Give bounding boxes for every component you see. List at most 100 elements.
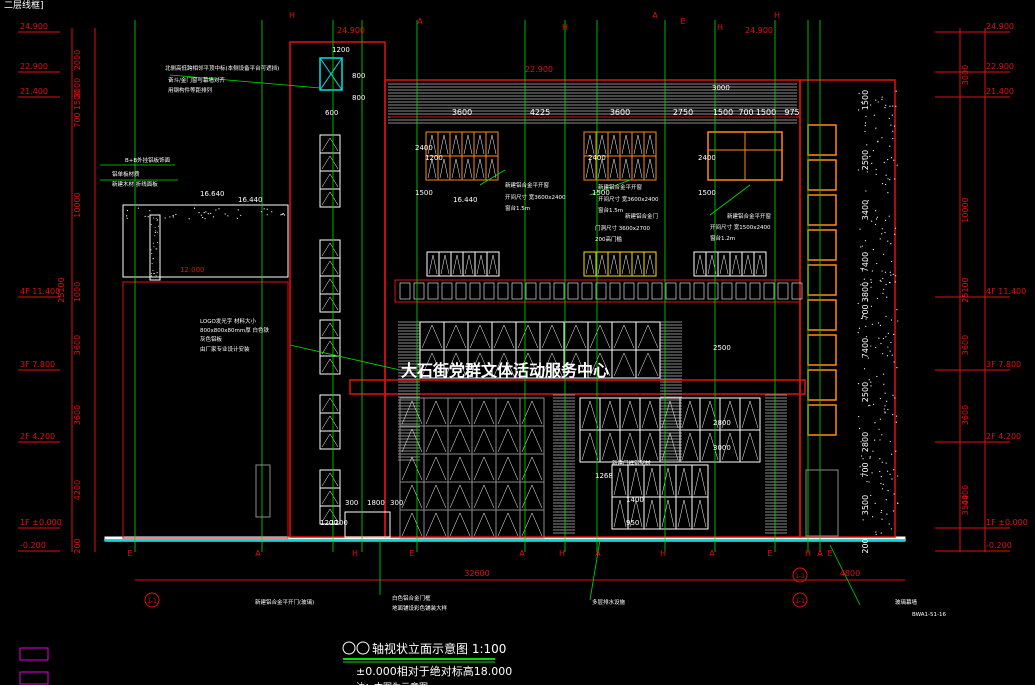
stone-dot bbox=[877, 141, 878, 142]
canopy-dot bbox=[271, 211, 272, 212]
left-dim-label: 3600 bbox=[73, 335, 82, 355]
small-dim-label: 3000 bbox=[713, 444, 731, 452]
stone-dot bbox=[885, 105, 886, 106]
level-label-left: 21.400 bbox=[20, 87, 48, 96]
small-dim-label: 2400 bbox=[588, 154, 606, 162]
level-label-right: 3F 7.800 bbox=[986, 360, 1021, 369]
stone-dot bbox=[895, 228, 896, 229]
stone-dot bbox=[897, 503, 898, 504]
stone-dot bbox=[883, 374, 884, 375]
stone-dot bbox=[868, 481, 869, 482]
top-axis-label: A bbox=[652, 11, 658, 20]
bottom-dim: 32600 bbox=[464, 569, 489, 578]
stone-dot bbox=[871, 282, 872, 283]
stone-dot bbox=[890, 125, 891, 126]
left-total-dim: 25100 bbox=[57, 277, 66, 302]
top-dim-label: 1500 bbox=[713, 108, 733, 117]
stone-dot bbox=[875, 224, 876, 225]
stone-dot bbox=[890, 441, 891, 442]
left-dim-label: 10000 bbox=[73, 192, 82, 217]
small-dim-label: 1200 bbox=[330, 519, 348, 527]
stone-dot bbox=[883, 484, 884, 485]
stone-dot bbox=[893, 160, 894, 161]
top-dim-label: 3600 bbox=[610, 108, 630, 117]
canopy-dot bbox=[156, 248, 157, 249]
stone-dot bbox=[885, 220, 886, 221]
stone-dot bbox=[895, 451, 896, 452]
stone-dot bbox=[865, 190, 866, 191]
level-label-left: 22.900 bbox=[20, 62, 48, 71]
stone-dot bbox=[890, 275, 891, 276]
stone-dot bbox=[887, 240, 888, 241]
annotation: 奋斗/金门窗与幕墙对齐 bbox=[168, 76, 225, 84]
right-dim-label: 3400 bbox=[861, 200, 870, 220]
stone-dot bbox=[881, 476, 882, 477]
stone-dot bbox=[886, 514, 887, 515]
stone-dot bbox=[889, 523, 890, 524]
stone-dot bbox=[879, 458, 880, 459]
stone-dot bbox=[858, 169, 859, 170]
canopy-dot bbox=[225, 213, 226, 214]
annotation: 新建铝合金平开窗 bbox=[598, 183, 643, 191]
left-dim-label: 200 bbox=[73, 538, 82, 553]
grid-axis-label: A bbox=[817, 549, 823, 558]
stone-dot bbox=[870, 279, 871, 280]
stone-dot bbox=[876, 174, 877, 175]
stone-dot bbox=[885, 316, 886, 317]
stone-dot bbox=[896, 422, 897, 423]
canopy-dot bbox=[155, 227, 156, 228]
stone-dot bbox=[885, 336, 886, 337]
canopy-dot bbox=[198, 212, 199, 213]
stone-dot bbox=[883, 338, 884, 339]
stone-dot bbox=[859, 428, 860, 429]
stone-dot bbox=[870, 104, 871, 105]
stone-dot bbox=[880, 419, 881, 420]
annotation: 200高门槛 bbox=[595, 235, 622, 243]
right-dim-label: 1500 bbox=[861, 90, 870, 110]
annotation: 窗台1.5m bbox=[505, 204, 530, 212]
stone-dot bbox=[869, 379, 870, 380]
stone-dot bbox=[879, 471, 880, 472]
stone-dot bbox=[877, 298, 878, 299]
stone-dot bbox=[896, 91, 897, 92]
top-dim-label: 4225 bbox=[530, 108, 550, 117]
stone-dot bbox=[884, 412, 885, 413]
stone-dot bbox=[878, 101, 879, 102]
level-label-left: -0.200 bbox=[20, 541, 46, 550]
stone-dot bbox=[875, 128, 876, 129]
stone-dot bbox=[883, 384, 884, 385]
level-label-right: 24.900 bbox=[986, 22, 1014, 31]
stone-dot bbox=[881, 434, 882, 435]
stone-dot bbox=[887, 192, 888, 193]
left-dim-label: 3600 bbox=[73, 405, 82, 425]
stone-dot bbox=[878, 338, 879, 339]
top-axis-label: H bbox=[562, 23, 568, 32]
left-dim-label: 4200 bbox=[73, 480, 82, 500]
mid-level: 16.640 bbox=[200, 190, 225, 198]
top-level: 24.900 bbox=[337, 26, 365, 35]
stone-dot bbox=[880, 483, 881, 484]
canopy-dot bbox=[201, 215, 202, 216]
stone-dot bbox=[886, 499, 887, 500]
canopy-dot bbox=[227, 215, 228, 216]
stone-dot bbox=[864, 368, 865, 369]
right-total-dim: 3600 bbox=[961, 405, 970, 425]
stone-dot bbox=[866, 144, 867, 145]
canopy-dot bbox=[240, 215, 241, 216]
stone-dot bbox=[873, 249, 874, 250]
stone-dot bbox=[875, 531, 876, 532]
annotation: 铝单板材质 bbox=[112, 170, 140, 178]
right-total-dim: 10000 bbox=[961, 197, 970, 222]
level-label-right: 1F ±0.000 bbox=[986, 518, 1028, 527]
stone-dot bbox=[881, 519, 882, 520]
stone-dot bbox=[876, 218, 877, 219]
stone-dot bbox=[876, 376, 877, 377]
top-level: 22.900 bbox=[525, 65, 553, 74]
stone-dot bbox=[874, 439, 875, 440]
stone-dot bbox=[886, 462, 887, 463]
right-dim-label: 7400 bbox=[861, 338, 870, 358]
level-label-left: 24.900 bbox=[20, 22, 48, 31]
stone-dot bbox=[897, 475, 898, 476]
stone-dot bbox=[859, 328, 860, 329]
